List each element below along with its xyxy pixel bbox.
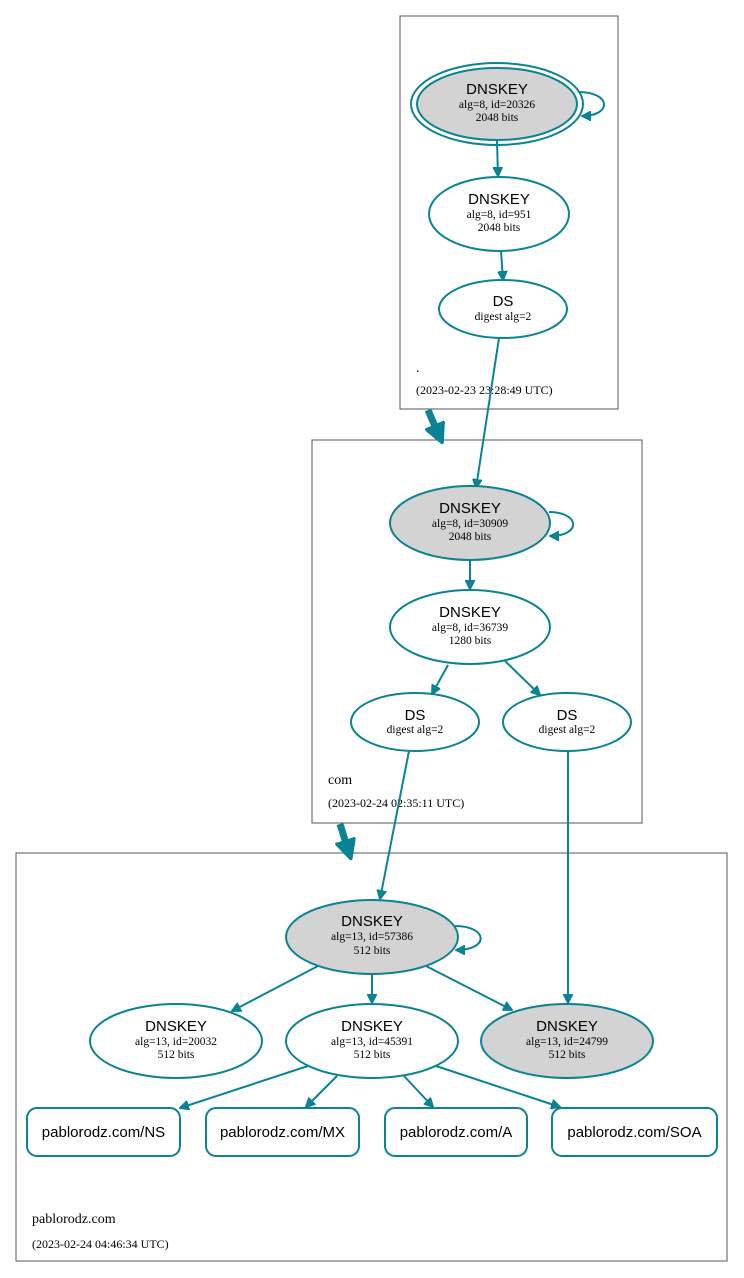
node-24799-line2: 512 bits bbox=[549, 1049, 586, 1061]
node-24799-line1: alg=13, id=24799 bbox=[526, 1036, 608, 1048]
node-com-ksk-line1: alg=8, id=30909 bbox=[432, 518, 508, 530]
edge-self-root-ksk bbox=[577, 91, 605, 116]
edge-self-com-ksk bbox=[549, 511, 575, 536]
rrset-a-label: pablorodz.com/A bbox=[400, 1124, 513, 1141]
node-root-ds[interactable]: DS digest alg=2 bbox=[438, 279, 568, 339]
node-pablorodz-key-20032[interactable]: DNSKEY alg=13, id=20032 512 bits bbox=[89, 1003, 263, 1079]
node-root-ds-type: DS bbox=[493, 293, 514, 310]
node-57386-line2: 512 bits bbox=[354, 945, 391, 957]
rrset-ns[interactable]: pablorodz.com/NS bbox=[26, 1107, 181, 1157]
node-root-ksk-type: DNSKEY bbox=[466, 81, 528, 98]
rrset-ns-label: pablorodz.com/NS bbox=[42, 1124, 165, 1141]
edge-p-ksk-key24799 bbox=[425, 965, 512, 1010]
edge-root-zsk-ds bbox=[501, 250, 503, 280]
edges bbox=[180, 91, 605, 1108]
node-45391-type: DNSKEY bbox=[341, 1018, 403, 1035]
zone-com-name: com bbox=[328, 773, 352, 788]
node-pablorodz-key-45391[interactable]: DNSKEY alg=13, id=45391 512 bits bbox=[285, 1003, 459, 1079]
node-root-zsk-line1: alg=8, id=951 bbox=[467, 209, 532, 221]
node-com-ds1-line1: digest alg=2 bbox=[387, 724, 444, 736]
node-pablorodz-ksk-57386[interactable]: DNSKEY alg=13, id=57386 512 bits bbox=[285, 899, 459, 975]
edge-p-ksk-key20032 bbox=[232, 965, 319, 1011]
node-com-ds1-type: DS bbox=[405, 707, 426, 724]
zone-com-timestamp: (2023-02-24 02:35:11 UTC) bbox=[328, 796, 464, 810]
node-57386-type: DNSKEY bbox=[341, 913, 403, 930]
node-com-ksk-line2: 2048 bits bbox=[449, 531, 492, 543]
zone-pablorodz-timestamp: (2023-02-24 04:46:34 UTC) bbox=[32, 1237, 169, 1251]
rrset-soa-label: pablorodz.com/SOA bbox=[567, 1124, 701, 1141]
edge-key45391-a bbox=[403, 1075, 433, 1107]
node-45391-line2: 512 bits bbox=[354, 1049, 391, 1061]
edge-com-zsk-ds2 bbox=[504, 660, 540, 695]
node-root-zsk-line2: 2048 bits bbox=[478, 222, 521, 234]
node-com-ds1[interactable]: DS digest alg=2 bbox=[350, 692, 480, 752]
delegation-arrow-root-com bbox=[428, 408, 441, 440]
rrset-mx-label: pablorodz.com/MX bbox=[220, 1124, 345, 1141]
node-com-ksk-type: DNSKEY bbox=[439, 500, 501, 517]
node-root-ksk[interactable]: DNSKEY alg=8, id=20326 2048 bits bbox=[410, 62, 584, 146]
edge-com-ds1-p-ksk bbox=[380, 750, 410, 899]
node-57386-line1: alg=13, id=57386 bbox=[331, 931, 413, 943]
node-20032-line2: 512 bits bbox=[158, 1049, 195, 1061]
edge-key45391-ns bbox=[180, 1065, 309, 1108]
node-20032-type: DNSKEY bbox=[145, 1018, 207, 1035]
node-com-zsk[interactable]: DNSKEY alg=8, id=36739 1280 bits bbox=[389, 589, 551, 665]
edge-self-p-ksk bbox=[455, 925, 482, 950]
zone-root-name: . bbox=[416, 361, 420, 376]
node-com-ksk[interactable]: DNSKEY alg=8, id=30909 2048 bits bbox=[389, 485, 551, 561]
edge-com-zsk-ds1 bbox=[432, 664, 449, 694]
node-root-zsk[interactable]: DNSKEY alg=8, id=951 2048 bits bbox=[428, 176, 570, 252]
node-com-zsk-line2: 1280 bits bbox=[449, 635, 492, 647]
node-24799-type: DNSKEY bbox=[536, 1018, 598, 1035]
node-pablorodz-key-24799[interactable]: DNSKEY alg=13, id=24799 512 bits bbox=[480, 1003, 654, 1079]
zone-root-timestamp: (2023-02-23 23:28:49 UTC) bbox=[416, 383, 553, 397]
rrset-soa[interactable]: pablorodz.com/SOA bbox=[551, 1107, 718, 1157]
edge-key45391-soa bbox=[435, 1065, 560, 1107]
node-com-zsk-type: DNSKEY bbox=[439, 604, 501, 621]
node-20032-line1: alg=13, id=20032 bbox=[135, 1036, 217, 1048]
node-com-ds2-type: DS bbox=[557, 707, 578, 724]
delegation-arrow-com-pablorodz bbox=[340, 822, 350, 856]
rrset-a[interactable]: pablorodz.com/A bbox=[384, 1107, 528, 1157]
edge-key45391-mx bbox=[306, 1075, 338, 1107]
node-root-ds-line1: digest alg=2 bbox=[475, 311, 532, 323]
node-com-zsk-line1: alg=8, id=36739 bbox=[432, 622, 508, 634]
node-com-ds2-line1: digest alg=2 bbox=[539, 724, 596, 736]
node-root-ksk-line1: alg=8, id=20326 bbox=[459, 99, 535, 111]
node-45391-line1: alg=13, id=45391 bbox=[331, 1036, 413, 1048]
node-root-zsk-type: DNSKEY bbox=[468, 191, 530, 208]
edge-root-ds-com-ksk bbox=[476, 337, 500, 488]
rrset-mx[interactable]: pablorodz.com/MX bbox=[205, 1107, 360, 1157]
zone-pablorodz-name: pablorodz.com bbox=[32, 1212, 116, 1227]
node-com-ds2[interactable]: DS digest alg=2 bbox=[502, 692, 632, 752]
node-root-ksk-line2: 2048 bits bbox=[476, 112, 519, 124]
edge-root-ksk-zsk bbox=[497, 140, 498, 176]
